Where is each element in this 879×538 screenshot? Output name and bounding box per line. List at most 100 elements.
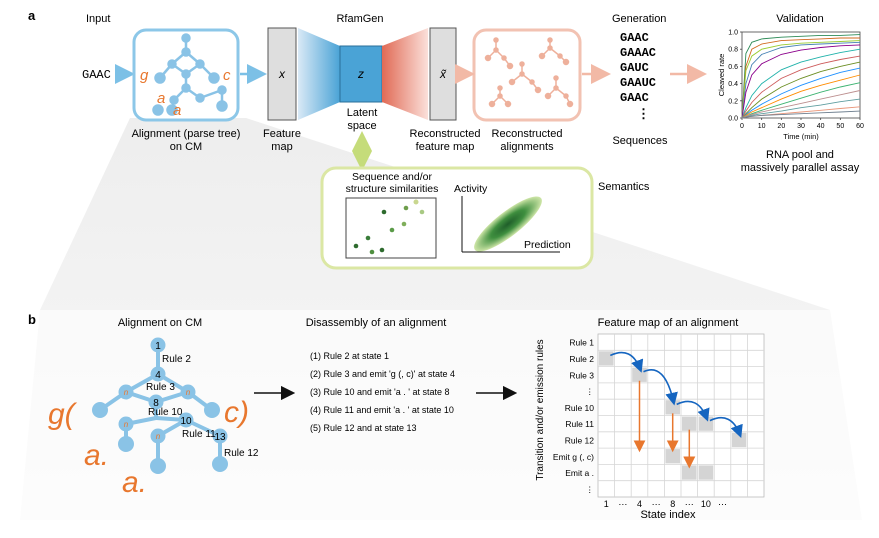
disassembly-step-3: (3) Rule 10 and emit 'a . ' at state 8 [310, 387, 450, 397]
series-line-1 [741, 34, 861, 119]
disassembly-title: Disassembly of an alignment [306, 317, 447, 329]
node-10: 10 [180, 416, 192, 427]
emit-g-large: g( [48, 398, 78, 431]
recon-align-caption-line1: Reconstructed [492, 128, 563, 140]
feature-map-ylabel: Transition and/or emission rules [535, 339, 546, 480]
validation-caption-line1: RNA pool and [766, 149, 834, 161]
col-label: ⋯ [618, 499, 627, 509]
y-tick-label: 1.0 [728, 30, 738, 37]
col-label: ⋯ [652, 499, 661, 509]
xhat-label: x̃ [439, 67, 447, 81]
series-line-15 [741, 110, 861, 119]
x-tick-label: 30 [797, 123, 805, 130]
tree-rule-10: Rule 10 [148, 407, 183, 418]
series-line-9 [741, 67, 861, 119]
alignment-caption-line2: on CM [170, 141, 202, 153]
series-line-3 [741, 40, 861, 119]
latent-caption-line1: Latent [347, 107, 378, 119]
node-8: 8 [153, 398, 159, 409]
tree-letter-a2: a [173, 102, 181, 119]
recon-alignments-box [472, 28, 582, 122]
row-label: Rule 3 [569, 370, 594, 380]
recon-align-caption-line2: alignments [500, 141, 554, 153]
row-label: Emit g (, c) [553, 452, 594, 462]
x-tick-label: 50 [836, 123, 844, 130]
col-label: 10 [701, 499, 711, 509]
row-label: ⋮ [586, 387, 595, 397]
feature-map-caption-line2: map [271, 141, 292, 153]
latent-block [339, 45, 383, 103]
input-title: Input [86, 13, 110, 25]
series-line-7 [741, 55, 861, 119]
row-label: ⋮ [586, 484, 595, 494]
active-cell [731, 432, 747, 448]
active-cell [698, 416, 714, 431]
disassembly-step-5: (5) Rule 12 and at state 13 [310, 423, 417, 433]
active-cell [599, 351, 614, 366]
chart-xlabel: Time (min) [783, 132, 819, 141]
row-label: Rule 1 [569, 338, 594, 348]
feature-map-xlabel: State index [640, 509, 696, 521]
feature-map-block [267, 27, 297, 121]
validation-title: Validation [776, 13, 824, 25]
row-label: Rule 11 [565, 419, 594, 429]
encoder-shape [298, 28, 340, 120]
feature-map-col-labels: 1⋯4⋯8⋯10⋯ [604, 499, 727, 509]
active-cell [665, 400, 680, 415]
tree-rule-3: Rule 3 [146, 382, 175, 393]
active-cell [682, 465, 697, 480]
series-line-8 [741, 61, 861, 119]
node-1: 1 [155, 341, 161, 352]
series-line-4 [741, 41, 861, 119]
recon-alignment-trees-icon [484, 37, 574, 108]
semantics-label: Semantics [598, 181, 650, 193]
series-line-10 [741, 74, 861, 119]
tree-rule-2: Rule 2 [162, 354, 191, 365]
transition-arrow [676, 400, 710, 422]
x-tick-label: 0 [740, 123, 744, 130]
feature-map-grid [597, 333, 765, 498]
recon-feature-block [429, 27, 457, 121]
input-sequence: GAAC [82, 68, 111, 82]
recon-feature-caption-line2: feature map [416, 141, 475, 153]
series-line-2 [741, 37, 860, 119]
transition-arrow [709, 416, 743, 438]
active-cell [682, 416, 697, 431]
tree-letter-a1: a [157, 90, 165, 107]
decoder-shape [382, 28, 428, 120]
z-label: z [357, 67, 364, 81]
similarity-scatter-points [353, 199, 425, 255]
latent-caption-line2: space [347, 120, 376, 132]
prediction-label: Prediction [524, 239, 571, 251]
y-tick-label: 0.6 [728, 64, 738, 71]
similarity-title-line2: structure similarities [346, 183, 439, 195]
emit-a-large-2: a. [122, 466, 147, 499]
col-label: ⋯ [685, 499, 694, 509]
generated-seq-ellipsis: ⋮ [637, 106, 650, 121]
x-tick-label: 40 [817, 123, 825, 130]
feature-map-title: Feature map of an alignment [598, 317, 739, 329]
y-tick-label: 0.8 [728, 47, 738, 54]
feature-map-arrows [609, 351, 743, 469]
col-label: ⋯ [718, 499, 727, 509]
row-label: Rule 2 [569, 354, 594, 364]
series-line-12 [741, 90, 861, 119]
y-tick-label: 0.4 [728, 81, 738, 88]
series-line-6 [741, 48, 861, 119]
transition-arrow [643, 369, 678, 406]
tree-letter-c: c [223, 67, 231, 84]
row-label: Emit a . [565, 468, 594, 478]
transition-arrow [609, 351, 644, 373]
validation-caption-line2: massively parallel assay [741, 162, 860, 174]
node-13: 13 [214, 432, 226, 443]
generated-seq-5: GAAC [620, 91, 649, 105]
disassembly-step-4: (4) Rule 11 and emit 'a . ' at state 10 [310, 405, 454, 415]
generated-seq-3: GAUC [620, 61, 649, 75]
x-label: x [278, 67, 286, 81]
node-n-8child: n [124, 420, 129, 429]
row-label: Rule 12 [565, 435, 595, 445]
